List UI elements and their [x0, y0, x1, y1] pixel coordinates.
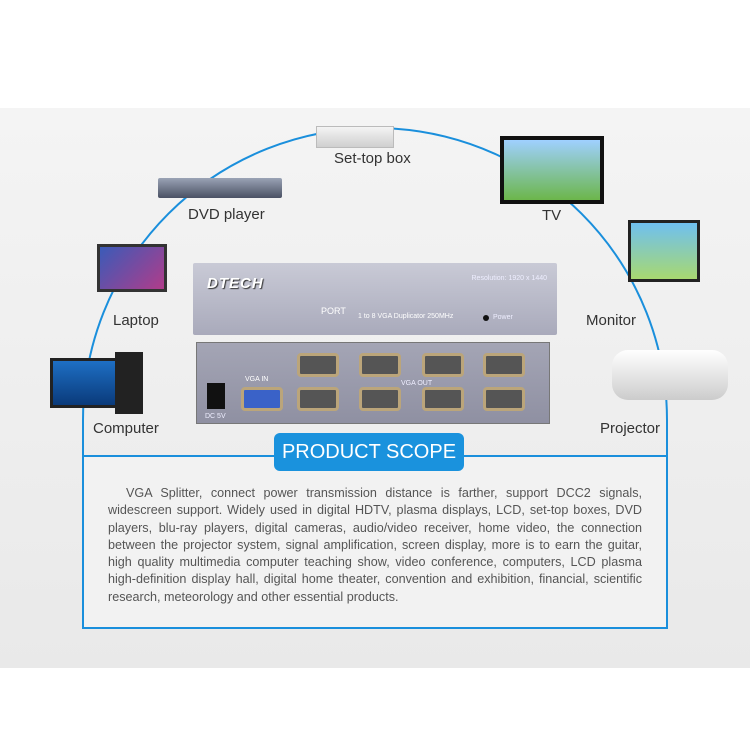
monitor-image — [628, 220, 700, 282]
product-scope-description: VGA Splitter, connect power transmission… — [108, 486, 642, 604]
vga-in-label: VGA IN — [245, 376, 269, 383]
label-monitor: Monitor — [586, 312, 637, 329]
brand-logo: DTECH — [207, 275, 264, 292]
resolution-text: Resolution: 1920 x 1440 — [471, 275, 548, 282]
splitter-back-panel: DC 5V VGA IN VGA OUT — [196, 342, 550, 424]
vga-port-icon — [483, 387, 525, 411]
power-led-icon — [483, 315, 489, 321]
label-computer: Computer — [93, 420, 159, 437]
dvd-player-image — [158, 178, 282, 198]
vga-port-icon — [483, 353, 525, 377]
vga-port-icon — [297, 353, 339, 377]
product-scope-title: PRODUCT SCOPE — [274, 433, 464, 471]
label-laptop: Laptop — [113, 312, 159, 329]
power-text: Power — [493, 314, 513, 321]
set-top-box-image — [316, 126, 394, 148]
vga-port-icon — [359, 387, 401, 411]
vga-port-icon — [422, 387, 464, 411]
computer-image — [50, 358, 118, 408]
vga-port-icon — [422, 353, 464, 377]
dc-jack-icon — [207, 383, 225, 409]
projector-image — [612, 350, 728, 400]
label-projector: Projector — [600, 420, 661, 437]
vga-port-icon — [297, 387, 339, 411]
vga-in-port-icon — [241, 387, 283, 411]
product-scope-box — [82, 455, 668, 629]
vga-port-icon — [359, 353, 401, 377]
model-text: 1 to 8 VGA Duplicator 250MHz — [358, 313, 454, 320]
label-tv: TV — [542, 207, 562, 224]
port-text: PORT — [321, 306, 346, 316]
label-set-top-box: Set-top box — [334, 150, 411, 167]
tower-image — [115, 352, 143, 414]
dc-label: DC 5V — [205, 413, 226, 420]
laptop-image — [97, 244, 167, 292]
tv-image — [500, 136, 604, 204]
splitter-front-panel: DTECH Resolution: 1920 x 1440 PORT 1 to … — [193, 263, 557, 335]
label-dvd-player: DVD player — [188, 206, 265, 223]
vga-out-label: VGA OUT — [401, 380, 433, 387]
